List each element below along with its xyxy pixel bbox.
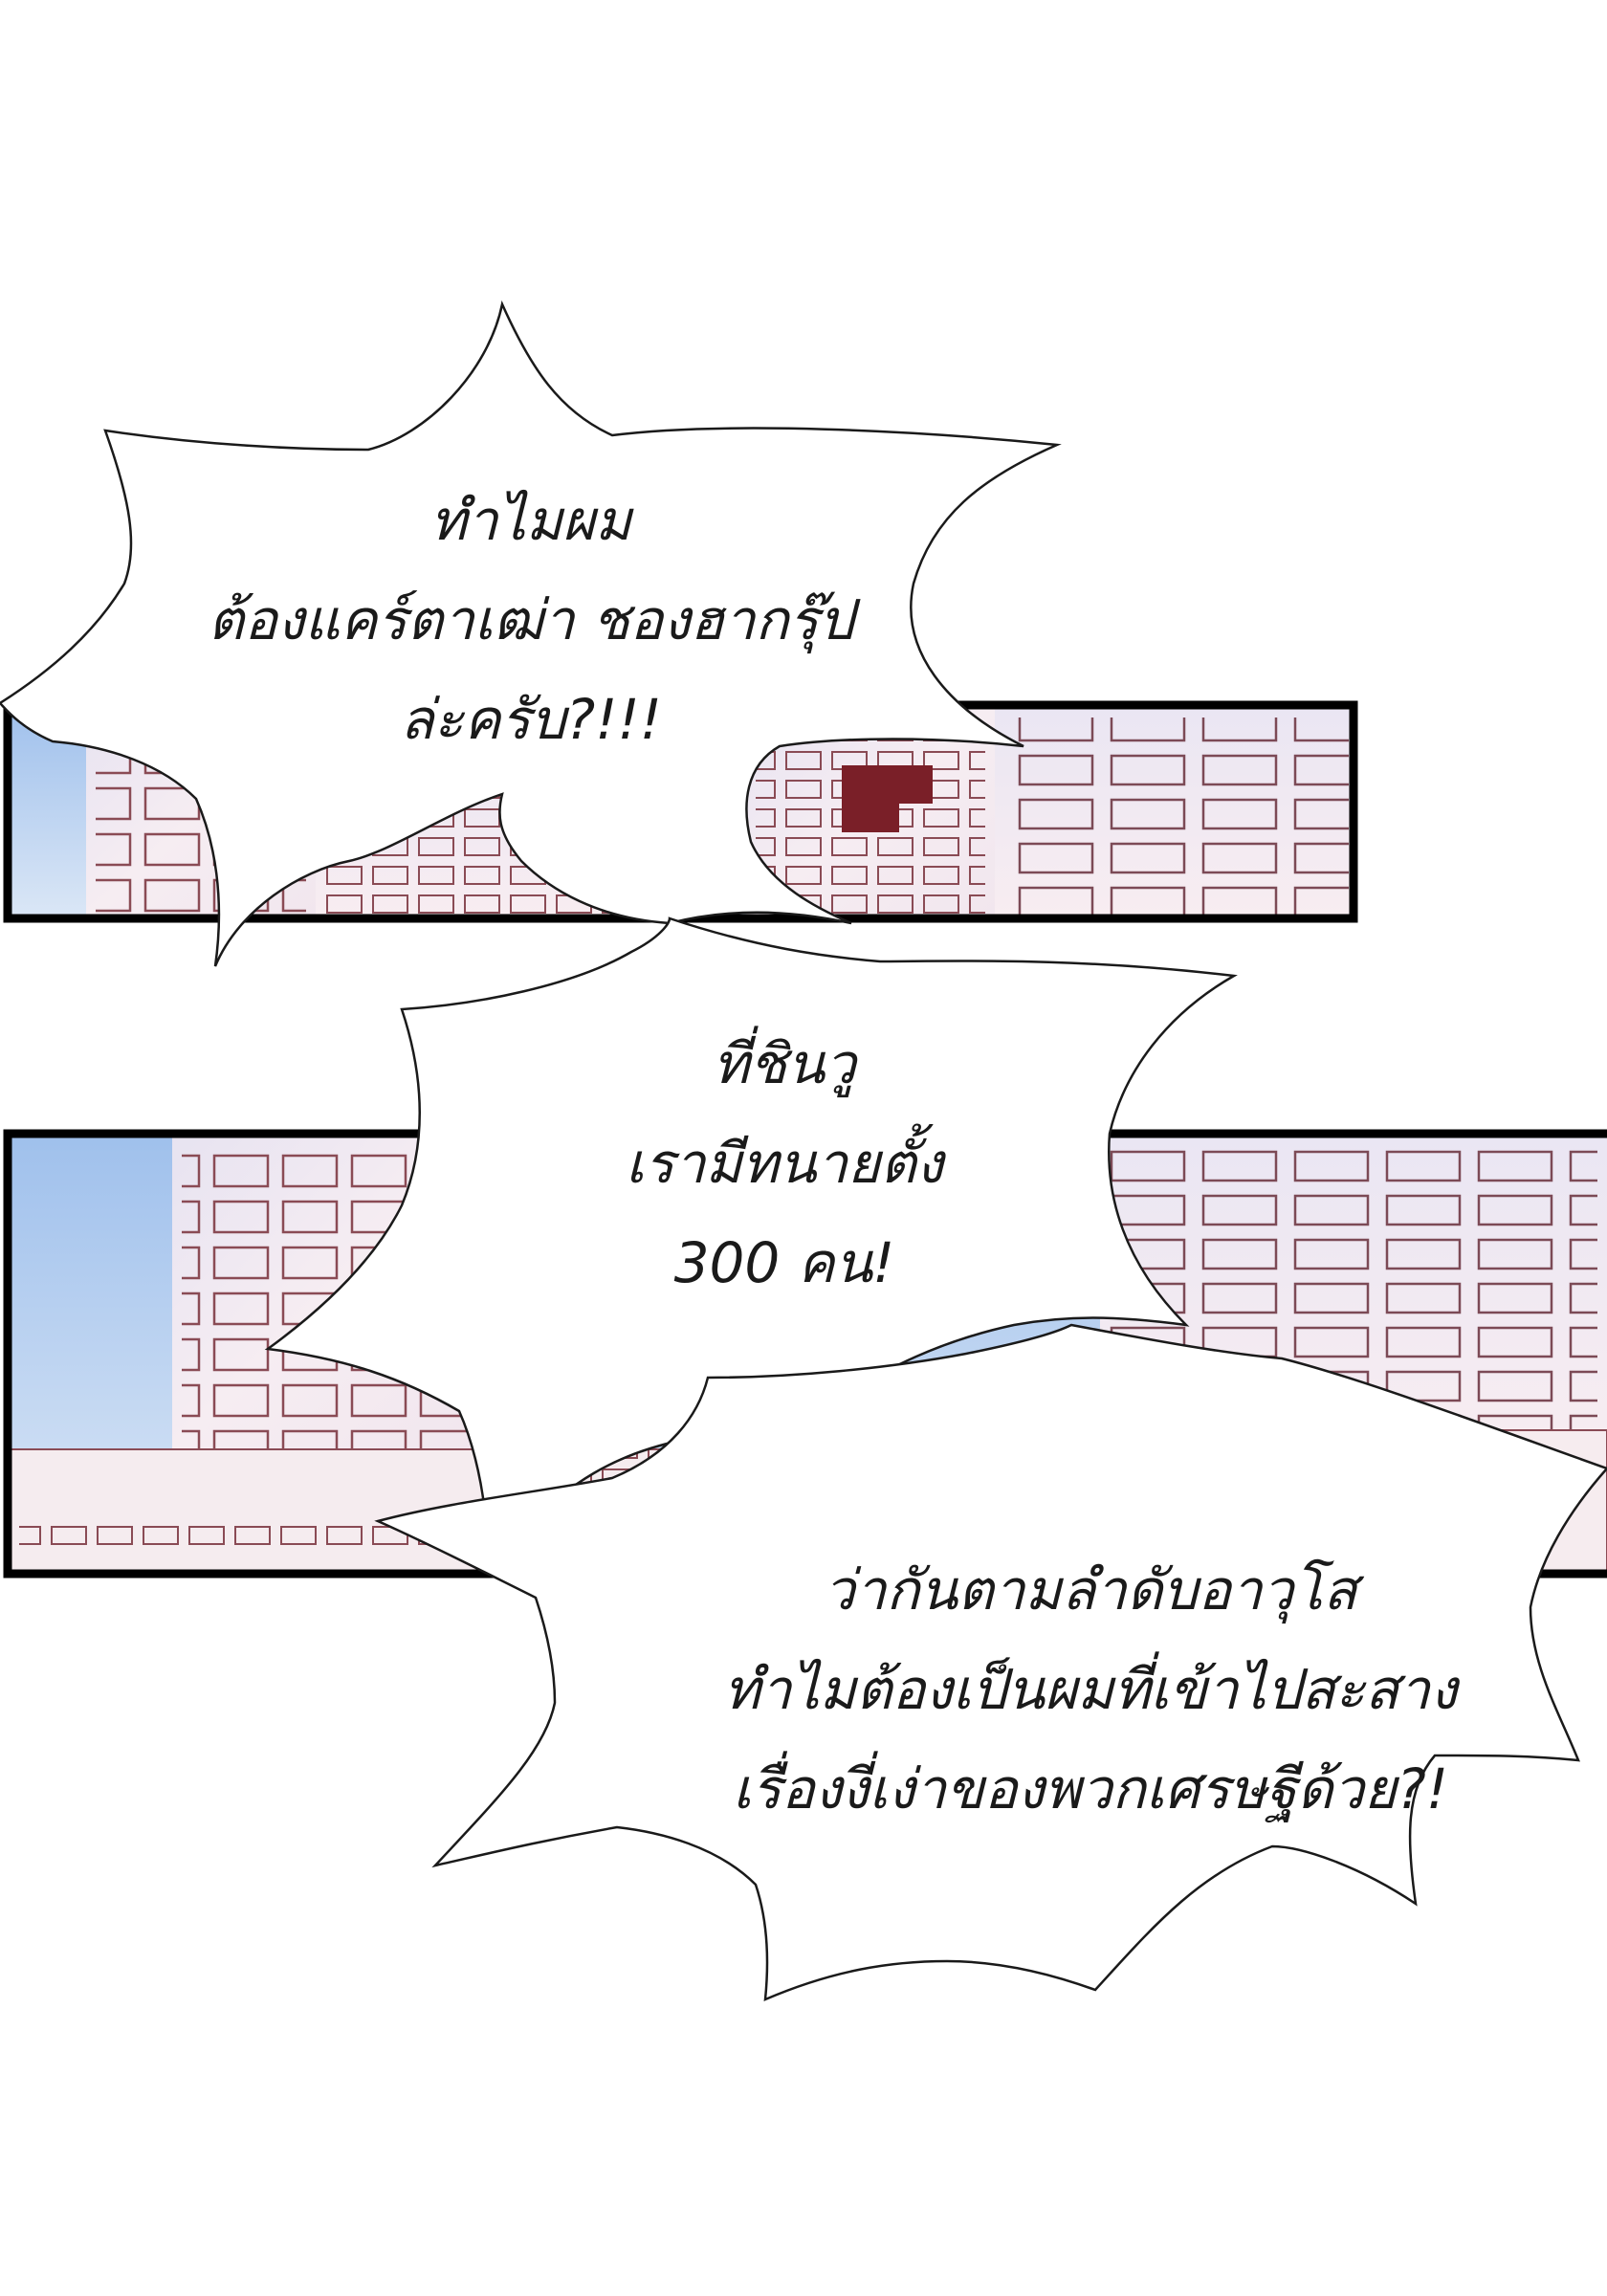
bubble-2-line-1: ที่ชินวู <box>713 1031 856 1096</box>
bubble-1-text: ทำไมผม ต้องแคร์ตาเฒ่า ชองฮากรุ๊ป ล่ะครับ… <box>115 471 947 769</box>
bubble-2-line-2: เรามีทนายตั้ง <box>625 1131 944 1196</box>
bubble-3-line-2: ทำไมต้องเป็นผมที่เข้าไปสะสาง <box>723 1657 1458 1722</box>
bubble-1-line-3: ล่ะครับ?!!! <box>400 687 662 752</box>
bubble-3-line-1: ว่ากันตามลำดับอาวุโส <box>824 1557 1357 1623</box>
bubble-3-text: ว่ากันตามลำดับอาวุโส ทำไมต้องเป็นผมที่เข… <box>622 1540 1559 1839</box>
speech-bubble-1 <box>0 299 1062 967</box>
bubble-3-line-3: เรื่องงี่เง่าของพวกเศรษฐีด้วย?! <box>732 1756 1449 1821</box>
bubble-2-line-3: 300 คน! <box>673 1230 895 1295</box>
speech-bubble-3 <box>374 1323 1607 2001</box>
bubble-2-text: ที่ชินวู เรามีทนายตั้ง 300 คน! <box>459 1014 1110 1313</box>
bubble-1-line-2: ต้องแคร์ตาเฒ่า ชองฮากรุ๊ป <box>208 587 854 652</box>
bubble-1-line-1: ทำไมผม <box>429 488 632 553</box>
